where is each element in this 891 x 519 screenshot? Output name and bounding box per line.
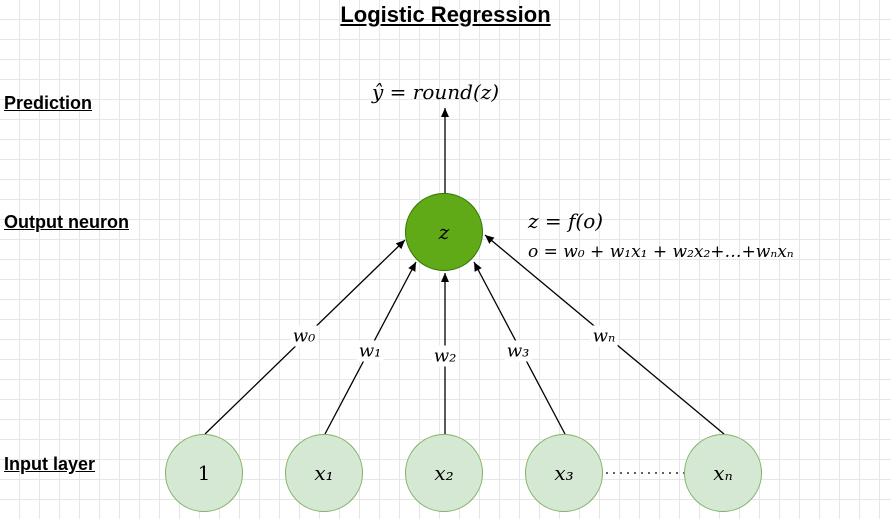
- input-node-label: x₃: [554, 461, 574, 485]
- prediction-equation: ŷ = round(z): [372, 80, 500, 104]
- input-node-bias: 1: [165, 434, 243, 512]
- prediction-layer-label: Prediction: [4, 93, 93, 113]
- diagram-title: Logistic Regression: [340, 2, 551, 27]
- input-node-xn: xₙ: [684, 434, 762, 512]
- input-node-x2: x₂: [405, 434, 483, 512]
- input-node-label: xₙ: [713, 461, 733, 485]
- input-layer-label: Input layer: [4, 454, 96, 474]
- input-node-label: x₂: [434, 461, 454, 485]
- activation-equation: z = f(o): [528, 209, 604, 233]
- output-neuron-layer-label: Output neuron: [4, 212, 129, 232]
- output-neuron-node: z: [405, 193, 483, 271]
- input-node-label: 1: [197, 461, 211, 485]
- weight-label-w0: w₀: [290, 325, 318, 347]
- output-neuron-label: z: [438, 220, 450, 244]
- weight-label-w1: w₁: [356, 340, 384, 362]
- input-node-label: x₁: [314, 461, 334, 485]
- weighted-sum-equation: o = w₀ + w₁x₁ + w₂x₂+…+wₙxₙ: [528, 242, 794, 262]
- input-node-x3: x₃: [525, 434, 603, 512]
- weight-label-wn: wₙ: [590, 325, 618, 347]
- input-node-x1: x₁: [285, 434, 363, 512]
- weight-label-w3: w₃: [504, 340, 532, 362]
- weight-label-w2: w₂: [431, 345, 459, 367]
